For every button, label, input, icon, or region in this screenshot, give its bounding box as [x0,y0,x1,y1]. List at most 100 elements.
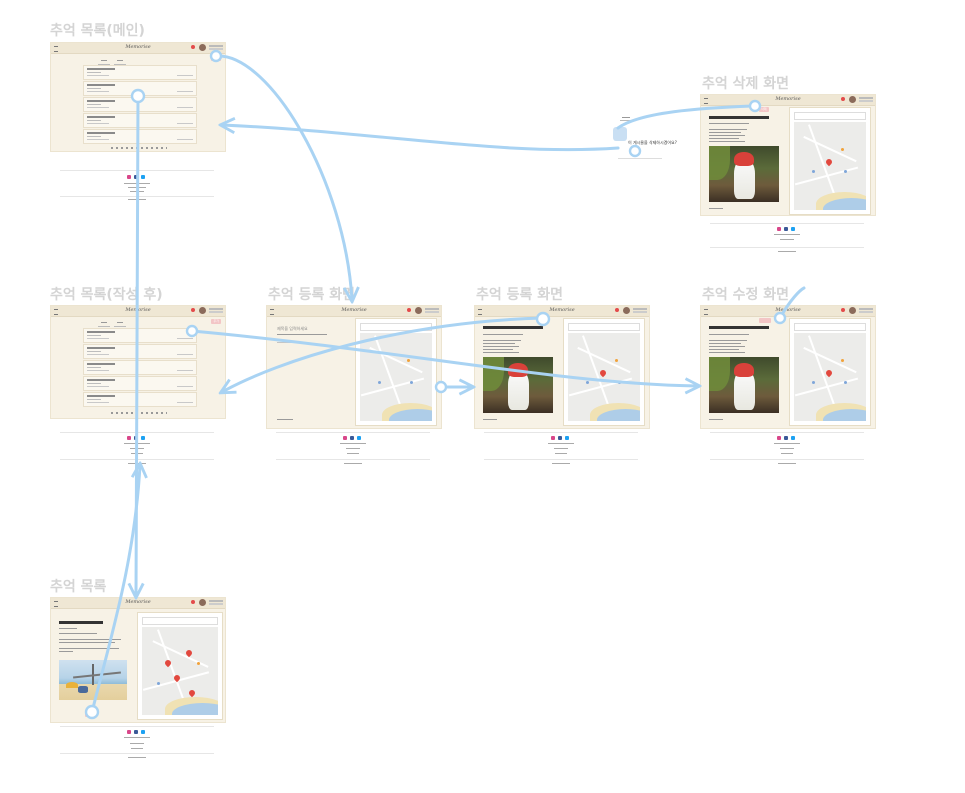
detail-meta [709,123,749,124]
instagram-icon[interactable] [127,730,131,734]
avatar[interactable] [415,307,422,314]
pagination[interactable] [111,147,167,149]
twitter-icon[interactable] [141,175,145,179]
tab-2[interactable] [114,320,126,327]
tab-1[interactable] [98,58,110,65]
instagram-icon[interactable] [777,436,781,440]
map-search-input[interactable] [360,323,432,331]
menu-icon[interactable] [704,98,708,104]
pagination[interactable] [111,412,167,414]
logo[interactable]: Memorise [125,599,151,605]
delete-button[interactable]: 삭제 [759,107,769,112]
detail-title [709,116,769,119]
avatar[interactable] [199,307,206,314]
instagram-icon[interactable] [551,436,555,440]
map-search-input[interactable] [142,617,218,625]
footer-edit [700,432,874,476]
twitter-icon[interactable] [565,436,569,440]
list-item[interactable] [83,97,197,112]
instagram-icon[interactable] [343,436,347,440]
map[interactable] [568,333,640,421]
cafe-photo [709,357,779,413]
twitter-icon[interactable] [357,436,361,440]
facebook-icon[interactable] [784,227,788,231]
detail-title [483,326,543,329]
flow-arrow [216,54,352,300]
menu-icon[interactable] [478,309,482,315]
avatar[interactable] [849,307,856,314]
avatar[interactable] [199,44,206,51]
facebook-icon[interactable] [784,436,788,440]
pin-icon[interactable] [841,308,845,312]
logo[interactable]: Memorise [775,307,801,313]
content-input[interactable] [277,342,299,343]
pin-icon[interactable] [191,308,195,312]
logo[interactable]: Memorise [341,307,367,313]
map-panel [137,612,223,720]
title-input[interactable]: 제목을 입력하세요 [277,326,308,331]
instagram-icon[interactable] [777,227,781,231]
pin-icon[interactable] [841,97,845,101]
tab-2[interactable] [114,58,126,65]
facebook-icon[interactable] [558,436,562,440]
map-marker[interactable] [599,368,608,378]
list-item[interactable] [83,81,197,96]
pin-icon[interactable] [407,308,411,312]
meta-input[interactable] [277,334,327,335]
map-marker[interactable] [825,157,834,167]
logo[interactable]: Memorise [775,96,801,102]
add-button[interactable]: 추가 [211,56,221,61]
instagram-icon[interactable] [127,436,131,440]
section-title-list: 추억 목록 [50,579,107,595]
pin-icon[interactable] [191,600,195,604]
list-item[interactable] [83,65,197,80]
tab-1[interactable] [98,320,110,327]
map[interactable] [794,122,866,210]
list-item[interactable] [83,129,197,144]
avatar[interactable] [199,599,206,606]
avatar[interactable] [849,96,856,103]
pin-icon[interactable] [615,308,619,312]
map-search-input[interactable] [568,323,640,331]
facebook-icon[interactable] [350,436,354,440]
pin-icon[interactable] [191,45,195,49]
footer-list-after [50,432,224,476]
menu-icon[interactable] [270,309,274,315]
list-item[interactable] [83,376,197,391]
list-item[interactable] [83,392,197,407]
instagram-icon[interactable] [127,175,131,179]
map-search-input[interactable] [794,112,866,120]
facebook-icon[interactable] [134,175,138,179]
menu-icon[interactable] [54,46,58,52]
flow-node [628,144,642,158]
twitter-icon[interactable] [791,227,795,231]
twitter-icon[interactable] [141,730,145,734]
header: Memorise [51,43,225,54]
menu-icon[interactable] [704,309,708,315]
list-item[interactable] [83,328,197,343]
map[interactable] [794,333,866,421]
twitter-icon[interactable] [141,436,145,440]
avatar[interactable] [623,307,630,314]
list-tabs [98,58,158,65]
menu-icon[interactable] [54,309,58,315]
edit-button[interactable] [759,318,771,323]
add-button[interactable]: 추가 [211,319,221,324]
logo[interactable]: Memorise [125,307,151,313]
twitter-icon[interactable] [791,436,795,440]
map-panel [789,318,871,426]
facebook-icon[interactable] [134,730,138,734]
facebook-icon[interactable] [134,436,138,440]
map[interactable] [142,627,218,715]
map-search-input[interactable] [794,323,866,331]
menu-icon[interactable] [54,601,58,607]
list-item[interactable] [83,344,197,359]
map[interactable] [360,333,432,421]
logo[interactable]: Memorise [549,307,575,313]
list-item[interactable] [83,360,197,375]
list-item[interactable] [83,113,197,128]
delete-button[interactable]: 삭제 [85,712,95,717]
section-title-register-2: 추억 등록 화면 [476,287,564,303]
logo[interactable]: Memorise [125,44,151,50]
map-marker[interactable] [825,368,834,378]
